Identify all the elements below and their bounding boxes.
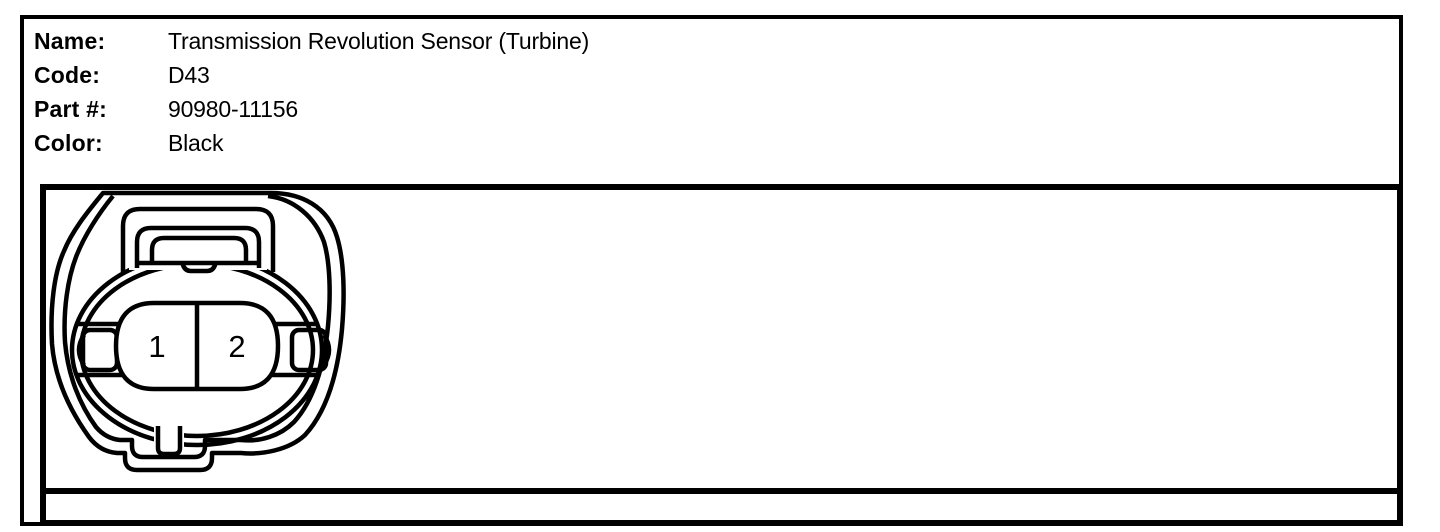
latch-center-tab xyxy=(180,262,218,274)
connector-drawing-area: 1 2 xyxy=(46,190,1397,488)
pin-2-label: 2 xyxy=(228,329,245,364)
connector-diagram-box: 1 2 xyxy=(40,184,1403,526)
name-label: Name: xyxy=(34,28,106,54)
page-border: Name: Transmission Revolution Sensor (Tu… xyxy=(20,15,1403,526)
latch-inner-outline xyxy=(134,225,262,268)
right-guide-tab xyxy=(289,327,329,373)
info-row-code: Code: D43 xyxy=(34,58,589,92)
empty-footer-row xyxy=(46,488,1397,520)
connector-front-view-drawing: 1 2 xyxy=(49,190,346,473)
code-label: Code: xyxy=(34,62,101,88)
color-label: Color: xyxy=(34,130,103,156)
info-row-color: Color: Black xyxy=(34,126,589,160)
color-value: Black xyxy=(168,130,224,156)
info-row-name: Name: Transmission Revolution Sensor (Tu… xyxy=(34,24,589,58)
latch-outer-outline xyxy=(120,206,276,272)
code-value: D43 xyxy=(168,62,210,88)
connector-info-block: Name: Transmission Revolution Sensor (Tu… xyxy=(34,24,589,160)
name-value: Transmission Revolution Sensor (Turbine) xyxy=(168,28,590,54)
part-number-label: Part #: xyxy=(34,96,107,122)
info-row-part-number: Part #: 90980-11156 xyxy=(34,92,589,126)
key-notch-outline xyxy=(155,426,183,457)
pin-1-label: 1 xyxy=(148,329,165,364)
latch-bridge-outline xyxy=(149,235,249,264)
connector-housing-inner-outline xyxy=(62,193,332,460)
part-number-value: 90980-11156 xyxy=(168,96,298,122)
